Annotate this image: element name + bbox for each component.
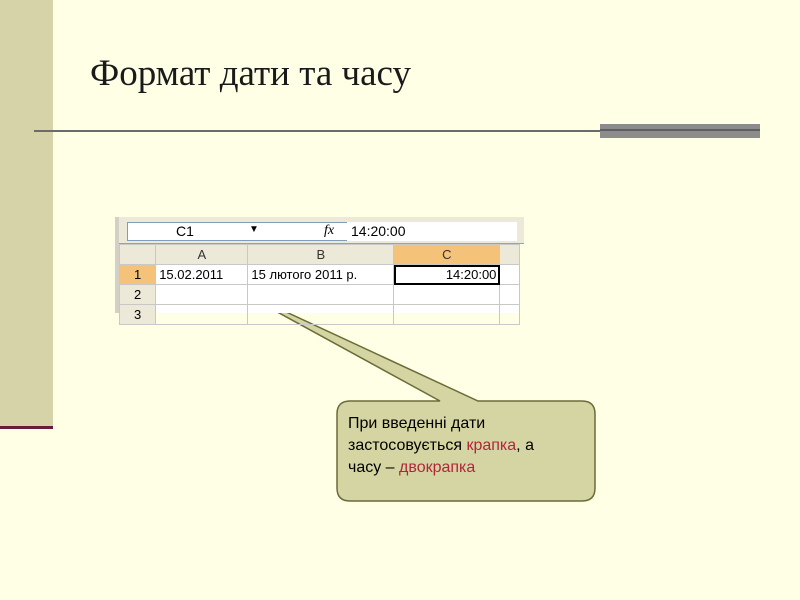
callout-text: При введенні дати застосовується крапка,…	[348, 413, 588, 479]
cell-a3[interactable]	[155, 304, 249, 325]
row-header-3[interactable]: 3	[118, 304, 157, 325]
name-box[interactable]: C1	[127, 222, 389, 241]
cell-b1[interactable]: 15 лютого 2011 р.	[247, 264, 395, 285]
cell-c3[interactable]	[393, 304, 501, 325]
cell-b2[interactable]	[247, 284, 395, 305]
title-rule	[34, 130, 601, 132]
callout-line-1: При введенні дати	[348, 415, 486, 432]
cell-c2[interactable]	[393, 284, 501, 305]
column-header-b[interactable]: B	[247, 244, 395, 265]
formula-input[interactable]: 14:20:00	[347, 222, 517, 241]
cell-d1[interactable]	[499, 264, 520, 285]
cell-c1[interactable]: 14:20:00	[393, 264, 501, 285]
column-header-a[interactable]: A	[155, 244, 249, 265]
slide-title: Формат дати та часу	[90, 53, 411, 94]
row-header-2[interactable]: 2	[118, 284, 157, 305]
cell-d2[interactable]	[499, 284, 520, 305]
cell-a2[interactable]	[155, 284, 249, 305]
callout-line-2-start: застосовується	[348, 437, 467, 454]
title-rule-block	[600, 124, 760, 138]
callout-line-2: застосовується крапка, а	[348, 435, 588, 457]
callout-accent-dot: крапка	[466, 437, 517, 454]
column-header-c[interactable]: C	[393, 244, 501, 265]
cell-a1[interactable]: 15.02.2011	[155, 264, 249, 285]
left-band-underline	[0, 426, 53, 429]
left-decorative-band	[0, 0, 53, 426]
chevron-down-icon[interactable]: ▼	[249, 224, 259, 235]
cell-b3[interactable]	[247, 304, 395, 325]
callout-line-3-start: часу –	[348, 459, 400, 476]
excel-screenshot: C1 ▼ fx 14:20:00 A B C 1 15.02.2011 15 л…	[115, 217, 524, 325]
formula-bar: C1 ▼ fx 14:20:00	[119, 217, 524, 244]
spreadsheet-grid: A B C 1 15.02.2011 15 лютого 2011 р. 14:…	[118, 244, 520, 325]
row-header-1[interactable]: 1	[118, 264, 157, 285]
column-header-blank	[499, 244, 520, 265]
callout-line-3: часу – двокрапка	[348, 457, 588, 479]
fx-icon[interactable]: fx	[324, 223, 335, 238]
callout-line-2-end: , а	[516, 437, 534, 454]
callout-bubble	[227, 284, 596, 502]
grid-corner[interactable]	[118, 244, 157, 265]
cell-d3[interactable]	[499, 304, 520, 325]
callout-accent-colon: двокрапка	[399, 459, 476, 476]
